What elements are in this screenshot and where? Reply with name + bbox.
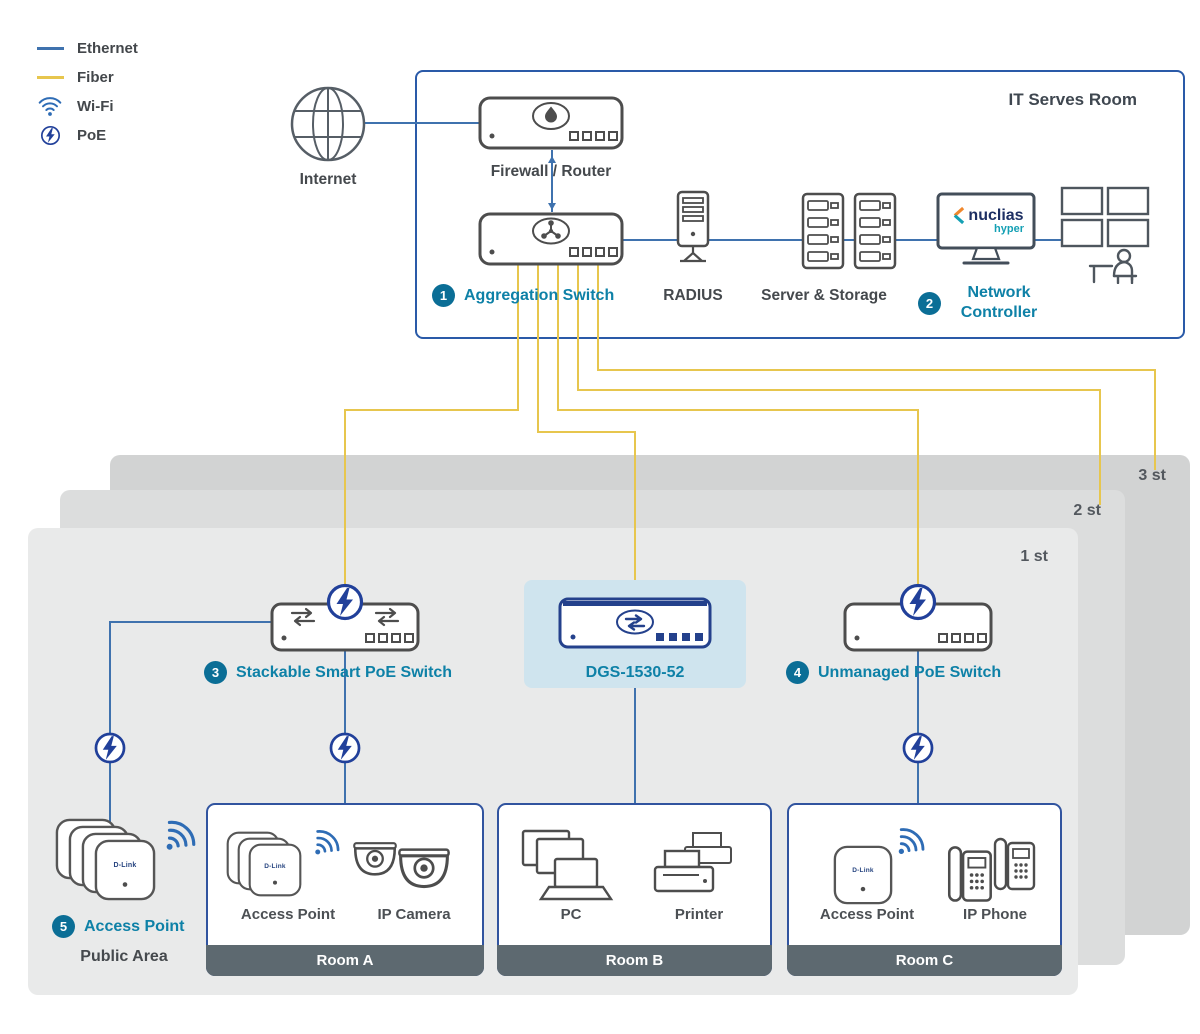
poe-icon bbox=[33, 125, 67, 146]
step-badge-4: 4 bbox=[786, 661, 809, 684]
legend: Ethernet Fiber Wi-Fi PoE bbox=[33, 34, 138, 150]
radius-server-icon bbox=[671, 190, 715, 270]
step-badge-1: 1 bbox=[432, 284, 455, 307]
ip-camera-icon bbox=[352, 841, 451, 889]
internet-globe-icon bbox=[288, 84, 368, 164]
it-room-title: IT Serves Room bbox=[1008, 90, 1138, 109]
public-access-point-label: Access Point bbox=[84, 917, 185, 935]
legend-label: Wi-Fi bbox=[77, 98, 114, 115]
dgs-highlight-box: DGS-1530-52 bbox=[524, 580, 746, 688]
legend-item-fiber: Fiber bbox=[33, 63, 138, 92]
floor-label-2: 2 st bbox=[1073, 502, 1101, 519]
nuclias-mark-icon bbox=[954, 206, 965, 225]
admin-workstation-icon bbox=[1060, 186, 1152, 284]
legend-label: Ethernet bbox=[77, 40, 138, 57]
dlink-logo-text: D-Link bbox=[113, 862, 137, 869]
aggregation-switch-caption: 1 Aggregation Switch bbox=[432, 284, 614, 307]
access-point-icon bbox=[248, 843, 302, 897]
network-controller-label: Network Controller bbox=[960, 284, 1038, 321]
room-b-device2-label: Printer bbox=[674, 906, 724, 923]
room-a-box: D-Link Access Point IP Camera Room A bbox=[206, 803, 484, 976]
access-point-icon bbox=[94, 839, 156, 901]
room-a-device2-label: IP Camera bbox=[377, 906, 451, 923]
legend-label: Fiber bbox=[77, 69, 114, 86]
poe-badge-stackable-icon bbox=[325, 582, 365, 622]
legend-item-ethernet: Ethernet bbox=[33, 34, 138, 63]
printer-icon bbox=[649, 831, 745, 903]
room-c-device2-label: IP Phone bbox=[963, 906, 1027, 923]
public-area-label: Public Area bbox=[80, 948, 168, 965]
poe-badge-room-c-icon bbox=[901, 731, 935, 765]
step-badge-5: 5 bbox=[52, 915, 75, 938]
unmanaged-switch-caption: 4 Unmanaged PoE Switch bbox=[786, 661, 1001, 684]
radius-label: RADIUS bbox=[663, 287, 723, 304]
step-badge-2: 2 bbox=[918, 291, 941, 315]
legend-item-wifi: Wi-Fi bbox=[33, 92, 138, 121]
dgs-model-label: DGS-1530-52 bbox=[585, 664, 685, 681]
legend-label: PoE bbox=[77, 127, 107, 144]
poe-badge-public-icon bbox=[93, 731, 127, 765]
public-access-point-stack: D-Link bbox=[55, 816, 225, 928]
aggregation-switch-device bbox=[478, 210, 624, 268]
server-storage-icons bbox=[748, 192, 898, 270]
nuclias-hyper-text: hyper bbox=[994, 223, 1024, 235]
ethernet-line-swatch bbox=[33, 47, 67, 50]
firewall-label: Firewall / Router bbox=[490, 163, 612, 180]
step-badge-3: 3 bbox=[204, 661, 227, 684]
room-b-box: PC Printer Room B bbox=[497, 803, 772, 976]
internet-label: Internet bbox=[299, 171, 357, 188]
floor-label-1: 1 st bbox=[1020, 548, 1048, 565]
legend-item-poe: PoE bbox=[33, 121, 138, 150]
firewall-router-device bbox=[478, 92, 624, 154]
public-access-point-caption: 5 Access Point bbox=[52, 915, 184, 938]
room-b-bar: Room B bbox=[497, 945, 772, 976]
access-point-icon bbox=[833, 845, 893, 905]
nuclias-logo: nuclias hyper bbox=[946, 206, 1030, 235]
stackable-switch-label: Stackable Smart PoE Switch bbox=[236, 663, 453, 681]
floor-label-3: 3 st bbox=[1138, 467, 1166, 484]
poe-badge-room-a-icon bbox=[328, 731, 362, 765]
aggregation-switch-label: Aggregation Switch bbox=[464, 286, 615, 304]
unmanaged-switch-label: Unmanaged PoE Switch bbox=[818, 663, 1002, 681]
room-a-bar: Room A bbox=[206, 945, 484, 976]
dlink-logo-text: D-Link bbox=[264, 863, 286, 870]
fiber-line-swatch bbox=[33, 76, 67, 79]
server-storage-label: Server & Storage bbox=[761, 287, 887, 304]
stackable-switch-caption: 3 Stackable Smart PoE Switch bbox=[204, 661, 452, 684]
dgs-switch-device bbox=[558, 596, 712, 650]
pc-icon bbox=[519, 829, 623, 905]
room-a-access-point-stack: D-Link bbox=[226, 831, 316, 903]
nuclias-logo-text: nuclias bbox=[968, 206, 1024, 224]
wifi-icon bbox=[33, 97, 67, 117]
poe-badge-unmanaged-icon bbox=[898, 582, 938, 622]
room-c-box: D-Link Access Point IP Phone Room C bbox=[787, 803, 1062, 976]
room-c-device1-label: Access Point bbox=[819, 906, 915, 923]
ip-phone-icon bbox=[947, 837, 1036, 902]
network-controller-caption: 2 Network Controller bbox=[918, 283, 1048, 323]
room-a-device1-label: Access Point bbox=[240, 906, 336, 923]
dlink-logo-text: D-Link bbox=[852, 867, 874, 874]
room-c-bar: Room C bbox=[787, 945, 1062, 976]
room-b-device1-label: PC bbox=[560, 906, 582, 923]
